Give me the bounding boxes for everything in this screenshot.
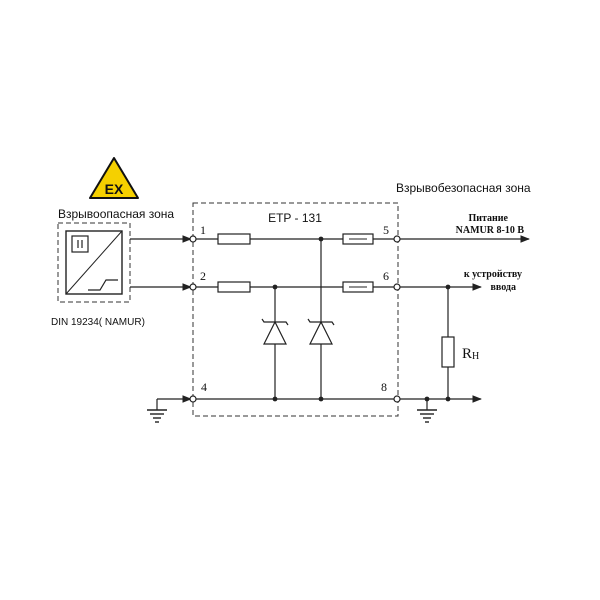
ground-left-icon bbox=[147, 399, 167, 423]
sensor-coil-icon bbox=[71, 235, 89, 253]
sensor-standard-label: DIN 19234( NAMUR) bbox=[51, 317, 145, 328]
terminal-1-label: 1 bbox=[200, 223, 206, 237]
ex-badge-label: EX bbox=[105, 181, 124, 197]
power-label-line2: NAMUR 8-10 В bbox=[456, 225, 525, 236]
resistor-line2 bbox=[217, 281, 251, 293]
hazardous-zone-label: Взрывоопасная зона bbox=[58, 207, 174, 221]
terminal-5 bbox=[393, 235, 401, 243]
terminal-2 bbox=[189, 283, 197, 291]
terminal-6 bbox=[393, 283, 401, 291]
namur-sensor bbox=[57, 222, 131, 303]
device-label-line2: ввода bbox=[490, 282, 516, 293]
terminal-5-label: 5 bbox=[383, 223, 389, 237]
safe-zone-label: Взрывобезопасная зона bbox=[396, 181, 531, 195]
terminal-4 bbox=[189, 395, 197, 403]
terminal-8 bbox=[393, 395, 401, 403]
device-label-line1: к устройству bbox=[464, 269, 522, 280]
terminal-6-label: 6 bbox=[383, 269, 389, 283]
load-resistor-label: RН bbox=[462, 346, 479, 362]
zener-diode-1 bbox=[261, 287, 289, 399]
load-resistor bbox=[441, 287, 455, 399]
resistor-line1 bbox=[217, 233, 251, 245]
power-label-line1: Питание bbox=[468, 213, 508, 224]
barrier-name: ETP - 131 bbox=[268, 211, 322, 225]
ground-right-icon bbox=[417, 399, 437, 423]
barrier-box bbox=[192, 202, 399, 417]
sensor-switch-icon bbox=[88, 279, 118, 291]
terminal-1 bbox=[189, 235, 197, 243]
terminal-8-label: 8 bbox=[381, 380, 387, 394]
terminal-4-label: 4 bbox=[201, 380, 207, 394]
ex-warning-icon: EX bbox=[89, 157, 139, 199]
zener-diode-2 bbox=[307, 239, 335, 399]
terminal-2-label: 2 bbox=[200, 269, 206, 283]
